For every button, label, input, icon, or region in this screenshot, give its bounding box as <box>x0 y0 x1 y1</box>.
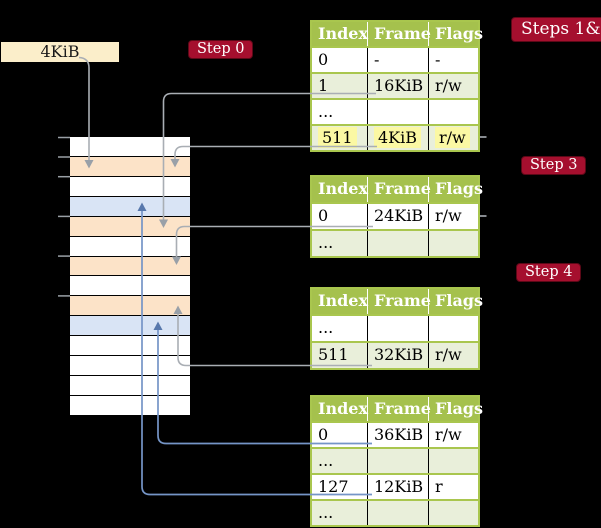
memory-row-white <box>70 335 190 356</box>
table-cell <box>429 501 478 525</box>
table-cell: 24KiB <box>368 204 429 229</box>
memory-row-white <box>70 275 190 296</box>
table-cell <box>368 501 429 525</box>
table-cell: 12KiB <box>368 475 429 499</box>
memory-row-orange <box>70 215 190 236</box>
table-cell <box>368 100 429 124</box>
badge-steps-1-2: Steps 1&2 <box>511 17 601 42</box>
header-cell: Flags <box>435 24 483 43</box>
table-row: 0-- <box>312 46 478 72</box>
header-cell: Index <box>312 289 368 314</box>
table-cell: 0 <box>312 423 368 447</box>
table-cell: 32KiB <box>368 343 429 368</box>
memory-row-blue <box>70 315 190 336</box>
table-cell: r/w <box>435 345 462 364</box>
table-row: ... <box>312 447 478 473</box>
header-cell: Frame <box>368 177 431 202</box>
memory-row-white <box>70 175 190 196</box>
memory-row-white <box>70 394 190 415</box>
table-cell: 4KiB <box>368 126 429 150</box>
table-cell: r/w <box>435 206 462 225</box>
header-cell: Flags <box>435 179 483 198</box>
memory-row-white <box>70 355 190 376</box>
table-row: ... <box>312 499 478 525</box>
table-cell <box>368 449 429 473</box>
table-cell: ... <box>312 231 368 256</box>
table-cell <box>368 231 429 256</box>
table-row: ... <box>312 229 478 256</box>
memory-row-white <box>70 375 190 395</box>
table-cell <box>429 316 478 341</box>
table-cell: ... <box>312 100 368 124</box>
table-cell: r/w <box>435 76 462 95</box>
table-cell: 16KiB <box>368 74 429 98</box>
table-cell: - <box>435 50 441 69</box>
table-cell: - <box>368 48 429 72</box>
table-cell: 511 <box>312 343 368 368</box>
memory-row-orange <box>70 255 190 276</box>
table-row: ... <box>312 314 478 341</box>
table-cell: 511 <box>312 126 368 150</box>
table-cell: ... <box>312 501 368 525</box>
memory-row-blue <box>70 195 190 216</box>
badge-step-4: Step 4 <box>516 263 582 282</box>
table-cell <box>429 100 478 124</box>
table-row: ... <box>312 98 478 124</box>
memory-row-orange <box>70 155 190 176</box>
table-cell: 36KiB <box>368 423 429 447</box>
table-cell: r <box>435 477 443 496</box>
memory-tick-marks <box>58 136 70 297</box>
badge-step-0: Step 0 <box>188 40 254 59</box>
table-cell: r/w <box>435 425 462 444</box>
page-size-box: 4KiB <box>1 42 119 62</box>
header-cell: Frame <box>368 397 431 421</box>
memory-row-white <box>70 235 190 256</box>
header-cell: Flags <box>435 399 483 418</box>
table-cell: ... <box>312 449 368 473</box>
table-cell: 127 <box>312 475 368 499</box>
table-cell: ... <box>312 316 368 341</box>
header-cell: Index <box>312 177 368 202</box>
header-cell: Index <box>312 22 368 46</box>
table-cell <box>429 231 478 256</box>
badge-step-3: Step 3 <box>521 156 587 175</box>
physical-memory-stack <box>70 137 190 415</box>
header-cell: Index <box>312 397 368 421</box>
table-cell <box>368 316 429 341</box>
table-cell: 0 <box>312 48 368 72</box>
memory-row-white <box>70 137 190 156</box>
table-cell: 0 <box>312 204 368 229</box>
table-cell <box>429 449 478 473</box>
table-cell: r/w <box>429 126 478 150</box>
memory-row-orange <box>70 295 190 316</box>
header-cell: Frame <box>368 289 431 314</box>
header-cell: Flags <box>435 291 483 310</box>
table-cell: 1 <box>312 74 368 98</box>
header-cell: Frame <box>368 22 431 46</box>
